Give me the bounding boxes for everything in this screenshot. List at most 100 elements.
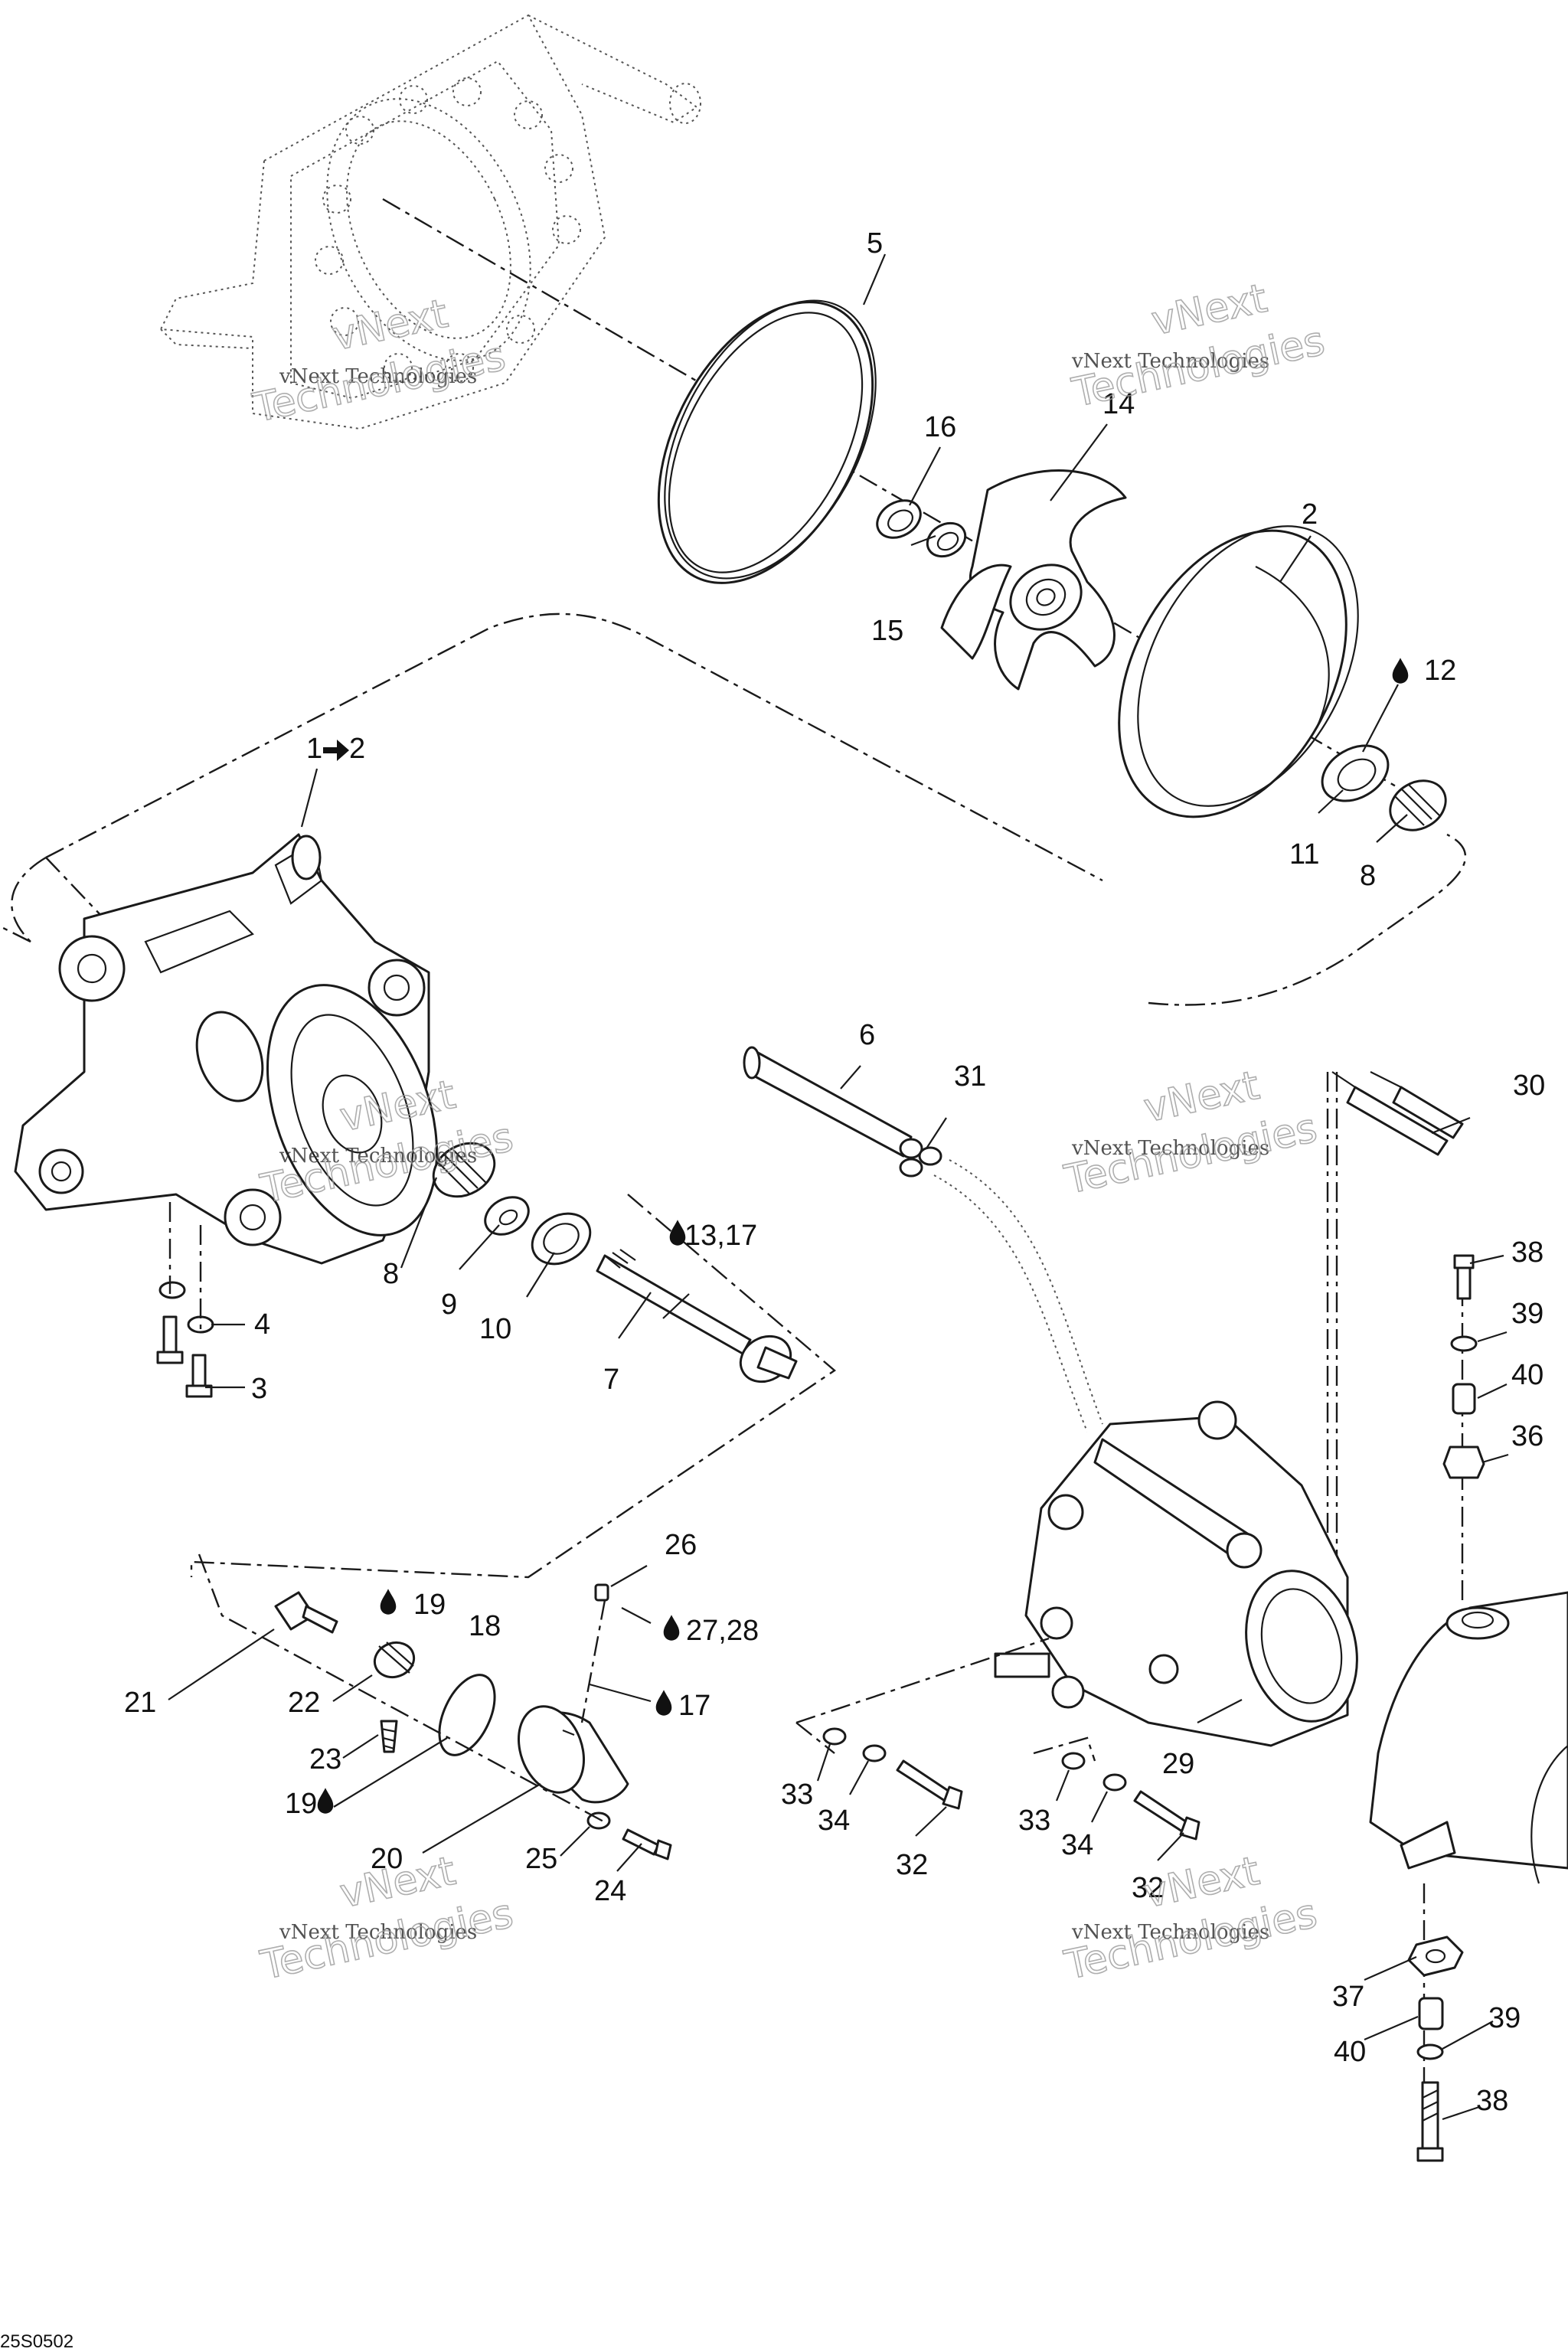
fitting-part-22	[373, 1641, 416, 1679]
callout-9: 9	[441, 1289, 457, 1321]
drop-icon	[663, 1615, 680, 1641]
callout-34-left: 34	[818, 1805, 850, 1837]
seal-part-11	[1321, 744, 1390, 802]
callout-39-bottom: 39	[1488, 2002, 1521, 2034]
screw-part-38-top	[1453, 1254, 1475, 1300]
rod-part-30	[1331, 1071, 1464, 1156]
callout-20: 20	[371, 1843, 403, 1875]
callout-7: 7	[603, 1364, 619, 1396]
callout-34-right: 34	[1061, 1829, 1093, 1861]
needle-bearing-part-8-top	[1389, 779, 1447, 831]
setscrew-part-26	[594, 1583, 609, 1602]
bolt-part-32-right	[1133, 1790, 1200, 1841]
callout-30: 30	[1513, 1070, 1545, 1102]
callout-11: 11	[1289, 838, 1319, 871]
watermark-small-1: vNext Technologies	[279, 365, 477, 388]
tube-routing-ghost	[933, 1159, 1103, 1432]
washer-part-34-left	[862, 1744, 887, 1762]
needle-bearing-part-8-lower	[432, 1142, 496, 1198]
frame-ghost	[159, 14, 701, 430]
callout-27-28: 27,28	[686, 1615, 759, 1647]
shaft-part-7	[596, 1249, 798, 1383]
housing-ring-part-2	[1118, 525, 1359, 818]
callout-24: 24	[594, 1875, 626, 1907]
drop-icon	[1392, 658, 1409, 684]
callout-12: 12	[1424, 655, 1456, 687]
callout-33-right: 33	[1018, 1805, 1050, 1837]
o-ring-part-18	[438, 1674, 496, 1756]
steering-nozzle-part	[1369, 1591, 1568, 1884]
cone-part-20	[517, 1705, 629, 1804]
callout-6: 6	[859, 1019, 875, 1051]
arrow-right-icon	[323, 740, 349, 761]
washer-part-33-right	[1061, 1752, 1086, 1770]
spring-part-23	[380, 1720, 398, 1753]
drawing-code: 25S0502	[0, 2331, 74, 2352]
upper-axis-line	[382, 198, 1440, 813]
thrust-washer-part-10	[531, 1212, 592, 1266]
callout-19-top: 19	[413, 1589, 446, 1621]
callout-25: 25	[525, 1843, 557, 1875]
watermark-small-6: vNext Technologies	[1071, 1921, 1269, 1944]
callout-21: 21	[124, 1687, 156, 1719]
callout-40-top: 40	[1511, 1359, 1544, 1391]
callout-3: 3	[251, 1373, 267, 1405]
bushing-part-40-bottom	[1418, 1997, 1444, 2030]
venturi-part-29	[994, 1400, 1358, 1747]
callout-16: 16	[924, 411, 956, 443]
bushing-part-40-top	[1452, 1383, 1476, 1415]
callout-14: 14	[1102, 388, 1135, 420]
callout-32-left: 32	[896, 1849, 928, 1881]
callout-2: 2	[1302, 498, 1318, 531]
callout-32-right: 32	[1132, 1872, 1164, 1904]
callout-23: 23	[309, 1743, 341, 1775]
callout-10: 10	[479, 1313, 511, 1345]
watermark-small-3: vNext Technologies	[279, 1145, 477, 1168]
drop-icon	[655, 1690, 672, 1716]
nut-part-37	[1407, 1936, 1464, 1977]
cone-axis	[198, 1553, 606, 1824]
callout-36: 36	[1511, 1420, 1544, 1452]
o-ring-part-31	[899, 1146, 942, 1178]
callout-8-lower: 8	[383, 1258, 399, 1290]
callout-4: 4	[254, 1308, 270, 1341]
callout-22: 22	[288, 1687, 320, 1719]
screw-part-38-bottom	[1416, 2081, 1444, 2162]
callout-26: 26	[665, 1529, 697, 1561]
watermark-small-2: vNext Technologies	[1071, 350, 1269, 373]
seal-part-15	[926, 521, 967, 558]
callout-17: 17	[678, 1690, 710, 1722]
callout-1: 1	[306, 733, 322, 765]
fitting-part-21	[274, 1591, 338, 1634]
watermark-small-5: vNext Technologies	[279, 1921, 477, 1944]
nut-part-36	[1442, 1446, 1485, 1479]
callout-38-top: 38	[1511, 1236, 1544, 1269]
drop-icon	[317, 1788, 334, 1814]
washer-part-33-left	[822, 1727, 847, 1746]
wear-ring-part-5	[657, 299, 877, 584]
icon-layer	[317, 658, 1409, 1814]
callout-19-bottom: 19	[285, 1788, 317, 1820]
callout-18: 18	[469, 1610, 501, 1642]
seal-part-9	[484, 1196, 530, 1236]
pump-subassembly-outline	[0, 612, 1467, 1006]
washer-part-39-bottom	[1416, 2043, 1444, 2060]
watermark-small-4: vNext Technologies	[1071, 1137, 1269, 1160]
callout-13-17: 13,17	[684, 1220, 757, 1252]
drop-icon	[380, 1589, 397, 1615]
screw-part-24	[622, 1828, 672, 1860]
bolt-part-32-left	[896, 1759, 963, 1810]
callout-1-replaces-2: 2	[349, 733, 365, 765]
callout-5: 5	[867, 227, 883, 260]
rod-vertical-axis	[1326, 1072, 1338, 1615]
callout-39-top: 39	[1511, 1298, 1544, 1330]
screw-axis-lines	[168, 1202, 202, 1332]
callout-labels: 5 16 15 14 2 12 11 8 1 2 6 31 30 13,17 8…	[124, 227, 1545, 2117]
callout-15: 15	[871, 615, 903, 647]
washer-part-39-top	[1450, 1335, 1478, 1352]
callout-37: 37	[1332, 1981, 1364, 2013]
callout-40-bottom: 40	[1334, 2036, 1366, 2068]
impeller-part-14	[940, 469, 1127, 691]
tube-part-6	[743, 1046, 923, 1159]
